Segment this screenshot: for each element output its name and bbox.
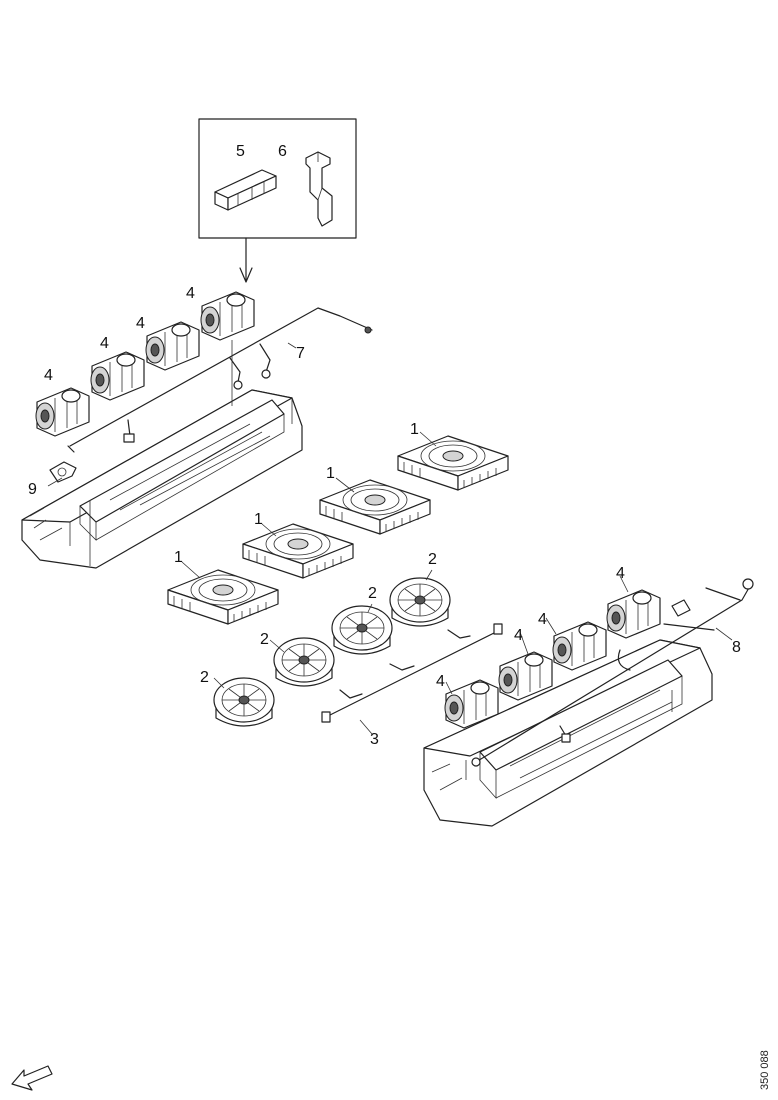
clamp <box>49 461 77 483</box>
callout-label: 4 <box>100 335 109 352</box>
leader-line <box>47 342 297 487</box>
leader-line <box>213 569 433 689</box>
callout-label: 6 <box>278 143 287 160</box>
callout-label: 4 <box>44 367 53 384</box>
blower-unit <box>145 321 200 371</box>
wiring-harness-right <box>471 578 754 767</box>
fan-motor <box>273 637 335 687</box>
callout-label: 2 <box>428 551 437 568</box>
blower-unit <box>35 387 90 437</box>
orientation-arrow-icon <box>11 1065 53 1091</box>
blower-unit <box>90 351 145 401</box>
callout-label: 4 <box>436 673 445 690</box>
callout-label: 2 <box>260 631 269 648</box>
callout-label: 4 <box>538 611 547 628</box>
fan-motor <box>331 605 393 655</box>
callout-label: 9 <box>28 481 37 498</box>
callout-label: 1 <box>410 421 419 438</box>
callout-label: 7 <box>296 345 305 362</box>
leader-line <box>465 690 673 780</box>
leader-line <box>89 340 233 566</box>
callout-label: 4 <box>616 565 625 582</box>
fan-motor <box>389 577 451 627</box>
callout-label: 3 <box>370 731 379 748</box>
detail-pointer <box>239 237 253 283</box>
callout-label: 1 <box>254 511 263 528</box>
leader-line <box>445 575 629 695</box>
fan-unit <box>319 479 431 535</box>
bracket-clip <box>305 151 333 227</box>
lower-housing <box>423 639 713 827</box>
blower-unit <box>552 621 607 671</box>
drawing-number: 350 088 <box>759 1050 771 1090</box>
fan-unit <box>242 523 354 579</box>
bracket-small <box>214 169 277 211</box>
callout-label: 5 <box>236 143 245 160</box>
wiring-harness-upper <box>67 307 373 453</box>
fan-motor <box>213 677 275 727</box>
blower-unit <box>200 291 255 341</box>
callout-label: 2 <box>368 585 377 602</box>
leader-line <box>181 431 437 579</box>
callout-label: 4 <box>514 627 523 644</box>
callout-label: 1 <box>326 465 335 482</box>
callout-label: 1 <box>174 549 183 566</box>
fan-unit <box>397 435 509 491</box>
leader-line <box>715 627 733 641</box>
wiring-harness-lower <box>321 623 503 735</box>
callout-label: 4 <box>186 285 195 302</box>
callout-label: 4 <box>136 315 145 332</box>
fan-unit <box>167 569 279 625</box>
upper-housing <box>21 389 303 569</box>
callout-label: 2 <box>200 669 209 686</box>
blower-unit <box>606 589 661 639</box>
callout-label: 8 <box>732 639 741 656</box>
